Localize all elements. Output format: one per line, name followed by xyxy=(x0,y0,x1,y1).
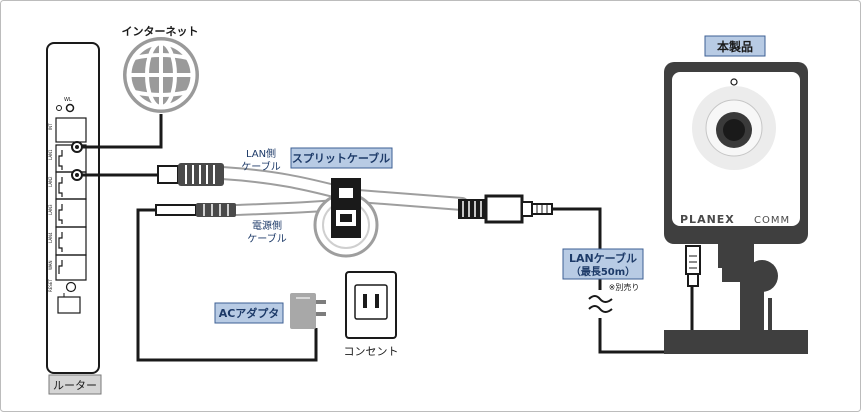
svg-text:LAN4: LAN4 xyxy=(48,232,53,243)
power-dc-plug xyxy=(146,203,236,217)
svg-text:LAN2: LAN2 xyxy=(48,176,53,187)
camera-lan-plug xyxy=(685,245,701,287)
lan-connector-left xyxy=(157,163,224,186)
internet-globe-icon xyxy=(123,37,199,113)
ac-adapter-icon xyxy=(290,293,326,329)
splitter-body xyxy=(313,178,379,258)
camera-brand-comm: COMM xyxy=(754,215,790,226)
internet-line xyxy=(82,114,163,149)
product-label xyxy=(704,35,766,57)
ac-adapter-callout xyxy=(214,302,284,324)
router-label xyxy=(48,374,102,395)
lan-side-label-line1: LAN側 xyxy=(246,147,276,160)
camera-stand xyxy=(664,244,808,354)
camera-body xyxy=(664,62,808,244)
router: WL INT LAN1 LAN2 LAN3 LAN4 WAN RESET xyxy=(46,42,100,374)
lan-cable-label-line2: （最長50m） xyxy=(571,265,635,278)
power-side-label-line2: ケーブル xyxy=(247,232,286,245)
power-side-label-line1: 電源側 xyxy=(252,219,282,232)
split-cable-label: スプリットケーブル xyxy=(292,151,390,165)
ac-adapter-label: ACアダプタ xyxy=(219,306,280,320)
cable-break-mark xyxy=(588,295,613,313)
product-label-text: 本製品 xyxy=(717,39,753,54)
camera-brand-text: PLANEX xyxy=(680,213,735,226)
svg-text:WL: WL xyxy=(64,97,72,103)
lan-side-connector-right xyxy=(458,194,553,224)
svg-text:INT: INT xyxy=(48,123,53,130)
lan-cable-label-line1: LANケーブル xyxy=(569,251,637,265)
outlet-icon xyxy=(345,271,397,339)
router-label-text: ルーター xyxy=(53,379,97,392)
outlet-label: コンセント xyxy=(344,345,399,358)
svg-text:LAN3: LAN3 xyxy=(48,204,53,215)
split-cable-callout xyxy=(290,147,393,169)
power-cable-line xyxy=(136,208,318,362)
internet-label: インターネット xyxy=(122,25,199,38)
svg-text:RESET: RESET xyxy=(48,279,53,292)
lan-cable-callout xyxy=(562,248,644,280)
lan-side-label-line2: ケーブル xyxy=(241,160,280,173)
svg-text:WAN: WAN xyxy=(48,261,53,270)
svg-text:LAN1: LAN1 xyxy=(48,149,53,160)
sold-separately-note: ※別売り xyxy=(609,282,640,292)
